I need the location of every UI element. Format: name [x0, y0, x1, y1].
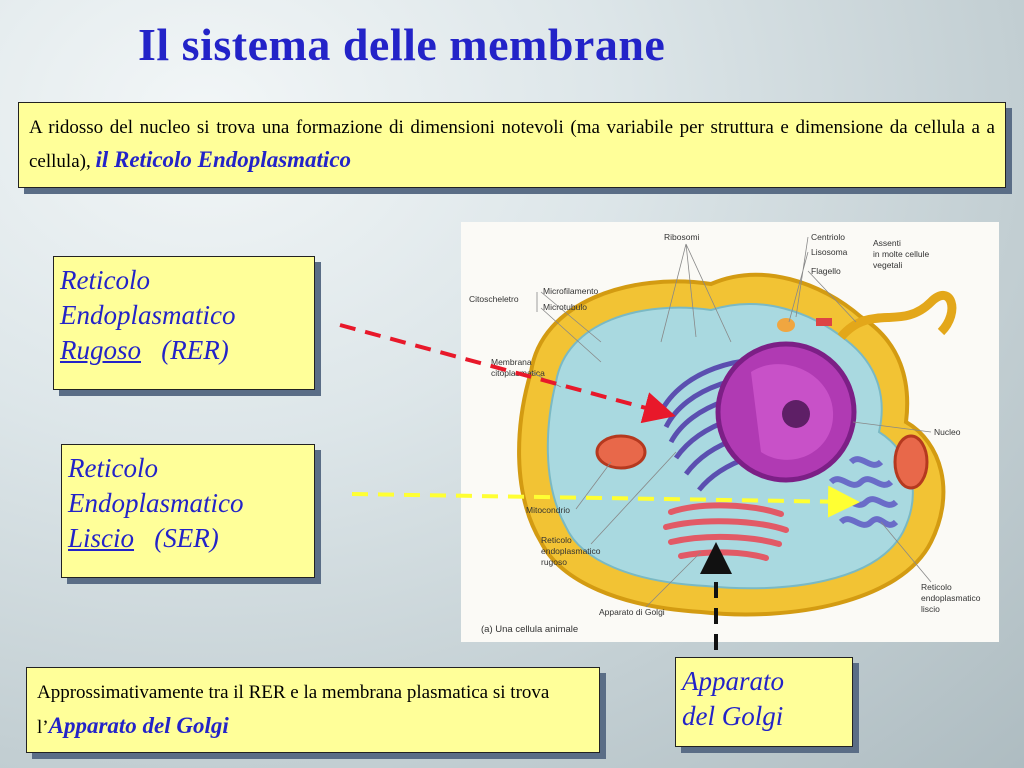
- ser-line3: Liscio (SER): [68, 521, 308, 556]
- label-citoscheletro: Citoscheletro: [469, 294, 519, 304]
- label-centriolo: Centriolo: [811, 232, 845, 242]
- label-membrana-2: citoplasmatica: [491, 368, 545, 378]
- bottom-emphasis: Apparato del Golgi: [48, 713, 229, 739]
- golgi-label-box: Apparato del Golgi: [675, 657, 853, 747]
- rer-underlined: Rugoso: [60, 335, 141, 366]
- lysosome: [777, 318, 795, 332]
- label-rer-1: Reticolo: [541, 535, 572, 545]
- label-ribosomi: Ribosomi: [664, 232, 700, 242]
- animal-cell-diagram: Ribosomi Centriolo Lisosoma Flagello Ass…: [461, 222, 999, 642]
- intro-textbox: A ridosso del nucleo si trova una formaz…: [18, 102, 1006, 188]
- label-membrana-1: Membrana: [491, 357, 532, 367]
- label-flagello: Flagello: [811, 266, 841, 276]
- rer-line3: Rugoso (RER): [60, 333, 308, 368]
- label-rer-3: rugoso: [541, 557, 567, 567]
- mitochondrion-right: [893, 434, 929, 490]
- label-assenti-2: in molte cellule: [873, 249, 929, 259]
- ser-line2: Endoplasmatico: [68, 488, 244, 519]
- label-ser-3: liscio: [921, 604, 940, 614]
- label-ser-1: Reticolo: [921, 582, 952, 592]
- label-mitocondrio: Mitocondrio: [526, 505, 570, 515]
- label-golgi: Apparato di Golgi: [599, 607, 665, 617]
- label-assenti-3: vegetali: [873, 260, 902, 270]
- label-caption: (a) Una cellula animale: [481, 624, 578, 635]
- mitochondrion-left: [595, 434, 647, 470]
- label-rer-2: endoplasmatico: [541, 546, 601, 556]
- rer-label-box: Reticolo Endoplasmatico Rugoso (RER): [53, 256, 315, 390]
- bottom-textbox: Approssimativamente tra il RER e la memb…: [26, 667, 600, 753]
- bottom-text: Approssimativamente tra il RER e la memb…: [37, 682, 550, 739]
- label-lisosoma: Lisosoma: [811, 247, 848, 257]
- intro-emphasis: il Reticolo Endoplasmatico: [95, 147, 352, 173]
- ser-label-box: Reticolo Endoplasmatico Liscio (SER): [61, 444, 315, 578]
- golgi-line1: Apparato: [682, 666, 785, 696]
- ser-underlined: Liscio: [68, 523, 135, 554]
- ser-line1: Reticolo: [68, 453, 158, 483]
- flagellum: [837, 291, 957, 341]
- label-microtubulo: Microtubulo: [543, 302, 587, 312]
- golgi-line2: del Golgi: [682, 701, 784, 732]
- slide-title: Il sistema delle membrane: [138, 19, 666, 70]
- centriole: [816, 318, 832, 326]
- label-nucleo: Nucleo: [934, 427, 961, 437]
- label-microfilamento: Microfilamento: [543, 286, 599, 296]
- rer-line2: Endoplasmatico: [60, 300, 236, 331]
- intro-text: A ridosso del nucleo si trova una formaz…: [29, 117, 995, 173]
- ser-abbrev: (SER): [154, 523, 219, 554]
- rer-line1: Reticolo: [60, 265, 150, 295]
- label-ser-2: endoplasmatico: [921, 593, 981, 603]
- nucleolus: [782, 400, 810, 428]
- golgi-structure: [663, 502, 789, 561]
- rer-abbrev: (RER): [161, 335, 229, 366]
- label-assenti-1: Assenti: [873, 238, 901, 248]
- diagram-labels: Ribosomi Centriolo Lisosoma Flagello Ass…: [469, 232, 981, 635]
- cell-illustration: Ribosomi Centriolo Lisosoma Flagello Ass…: [469, 232, 981, 635]
